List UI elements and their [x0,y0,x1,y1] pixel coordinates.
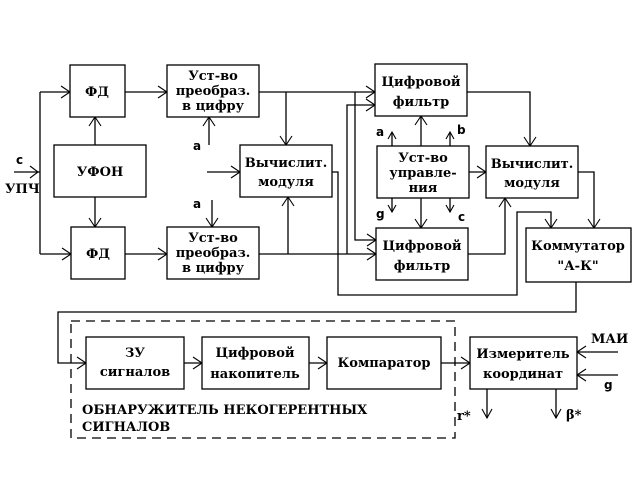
block-label: фильтр [394,259,451,274]
signal-label-a-top: а [193,139,201,153]
block-comparator[interactable]: Компаратор [326,336,442,390]
signal-label-ctrl-b: b [457,123,466,137]
block-label: сигналов [100,365,170,380]
block-label: Цифровой [382,239,461,254]
block-switch[interactable]: Коммутатор "А-К" [525,227,632,283]
block-label: Вычислит. [491,157,573,172]
block-label: накопитель [210,367,300,382]
wire-adc-top-vert [354,92,376,241]
signal-label-a-bottom: а [193,197,201,211]
block-label: Уст-во [188,231,238,246]
signal-label-meter-g: g [604,378,613,392]
block-label: Уст-во [398,151,448,166]
block-meter[interactable]: Измеритель координат [469,336,578,390]
signal-label-upch: УПЧ [5,182,40,197]
signal-label-c-input: с [16,153,23,167]
block-label: в цифру [182,99,245,114]
arrow-down-icon [387,204,397,214]
block-control[interactable]: Уст-во управле- ния [376,145,470,199]
signal-label-ctrl-a: а [376,125,384,139]
wire-switch-memory [57,282,577,364]
block-label: Вычислит. [245,156,327,171]
block-ufon[interactable]: УФОН [53,144,147,198]
block-adc-top[interactable]: Уст-во преобраз. в цифру [166,64,260,118]
signal-label-r-star: r* [457,409,471,424]
block-label: управле- [389,166,456,181]
block-label: координат [483,367,563,382]
block-label: модуля [258,175,314,190]
block-modulus-left[interactable]: Вычислит. модуля [239,144,333,198]
block-label: ЗУ [125,346,145,361]
block-label: Уст-во [188,69,238,84]
arrow-down-icon [481,408,493,420]
block-label: Цифровой [381,75,460,90]
signal-label-beta-star: β* [566,408,582,423]
block-label: модуля [504,176,560,191]
detector-group-frame [70,320,456,439]
block-accumulator[interactable]: Цифровой накопитель [201,336,310,390]
arrow-down-icon [550,408,562,420]
block-label: ФД [85,85,109,100]
block-label: ФД [86,247,110,262]
block-label: ния [409,181,438,196]
block-label: Цифровой [215,346,294,361]
block-fd-top[interactable]: ФД [69,64,126,118]
wire-filter-bottom-modulus [468,198,506,255]
detector-group-label-line2: СИГНАЛОВ [82,420,170,435]
signal-label-ctrl-c: с [458,210,465,224]
arrow-down-icon [445,204,455,214]
wire-filter-top-modulus [467,91,531,146]
block-filter-top[interactable]: Цифровой фильтр [374,63,468,117]
wire-modulus-switch [578,171,595,228]
detector-group-label-line1: ОБНАРУЖИТЕЛЬ НЕКОГЕРЕНТНЫХ [82,403,368,418]
block-modulus-right[interactable]: Вычислит. модуля [485,145,579,199]
block-label: в цифру [182,261,245,276]
signal-labels: с УПЧ а а а b g с МАИ g r* β* [5,123,628,424]
block-memory[interactable]: ЗУ сигналов [85,336,185,390]
arrow-up-icon [387,130,397,140]
block-filter-bottom[interactable]: Цифровой фильтр [375,227,469,281]
signal-label-ctrl-g: g [376,207,385,221]
block-label: преобраз. [176,84,251,99]
block-label: Компаратор [337,356,430,371]
block-label: Измеритель [476,347,569,362]
block-label: "А-К" [557,259,598,274]
block-adc-bottom[interactable]: Уст-во преобраз. в цифру [166,226,260,280]
block-label: Коммутатор [531,239,625,254]
block-label: преобраз. [176,246,251,261]
arrow-up-icon [445,130,455,140]
block-label: УФОН [77,165,124,180]
arrow-right-icon [29,165,39,179]
wire-modulus-left-out [332,171,552,296]
wire-adc-bottom-vert [346,104,375,254]
signal-label-mai: МАИ [591,332,628,347]
block-label: фильтр [393,95,450,110]
block-fd-bottom[interactable]: ФД [70,226,126,280]
connections [14,91,618,418]
